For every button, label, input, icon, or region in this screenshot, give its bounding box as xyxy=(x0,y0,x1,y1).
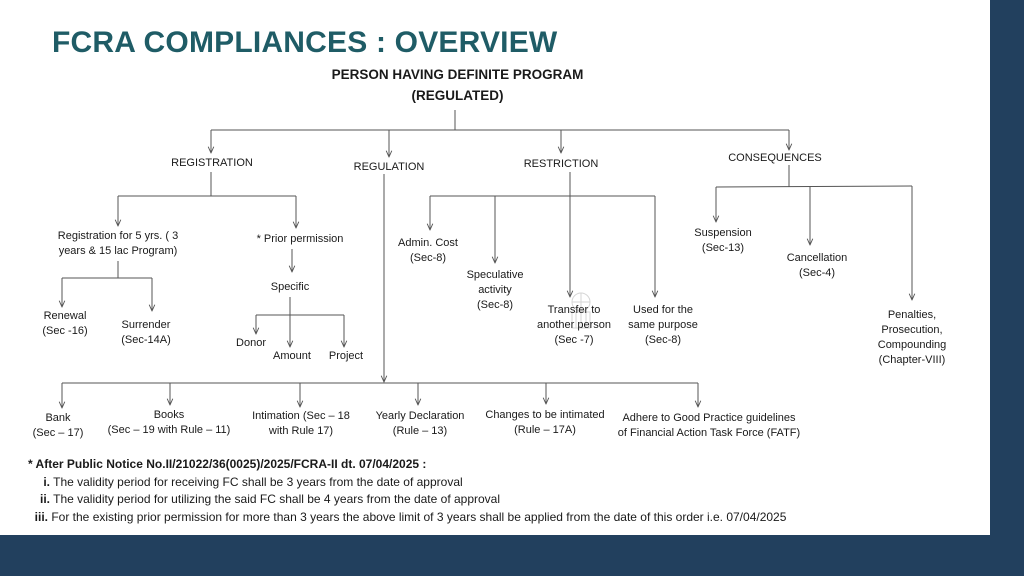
root-line-1: PERSON HAVING DEFINITE PROGRAM xyxy=(331,67,584,82)
registration-five-years: Registration for 5 yrs. ( 3 years & 15 l… xyxy=(57,230,179,257)
footnote-heading: * After Public Notice No.II/21022/36(002… xyxy=(28,457,427,471)
books-node: Books (Sec – 19 with Rule – 11) xyxy=(107,409,231,436)
transfer-node: Transfer to another person (Sec -7) xyxy=(537,304,611,346)
root-line-2: (REGULATED) xyxy=(411,88,504,103)
speculative-activity-node: Speculative activity (Sec-8) xyxy=(466,269,524,311)
cancellation-node: Cancellation (Sec-4) xyxy=(786,252,848,279)
bank-node: Bank (Sec – 17) xyxy=(32,412,84,439)
footnote-item: iii. For the existing prior permission f… xyxy=(34,509,787,524)
same-purpose-node: Used for the same purpose (Sec-8) xyxy=(628,304,698,346)
footnote-item: i. The validity period for receiving FC … xyxy=(43,474,463,489)
bottom-accent-bar xyxy=(0,535,1024,576)
suspension-node: Suspension (Sec-13) xyxy=(694,227,752,254)
renewal-node: Renewal (Sec -16) xyxy=(42,310,88,337)
surrender-node: Surrender (Sec-14A) xyxy=(121,319,171,346)
footnotes: * After Public Notice No.II/21022/36(002… xyxy=(26,456,786,526)
category-restriction: RESTRICTION xyxy=(523,158,599,170)
page-title: FCRA COMPLIANCES : OVERVIEW xyxy=(52,26,558,59)
penalties-node: Penalties, Prosecution, Compounding (Cha… xyxy=(877,309,947,366)
fatf-guidelines-node: Adhere to Good Practice guidelines of Fi… xyxy=(617,412,801,439)
yearly-declaration-node: Yearly Declaration (Rule – 13) xyxy=(375,410,465,437)
prior-permission: * Prior permission xyxy=(256,233,344,245)
emblem-watermark-icon xyxy=(571,292,591,329)
changes-intimated-node: Changes to be intimated (Rule – 17A) xyxy=(485,409,605,436)
project-node: Project xyxy=(328,350,364,362)
root-node: PERSON HAVING DEFINITE PROGRAM (REGULATE… xyxy=(300,64,615,106)
amount-node: Amount xyxy=(273,350,311,362)
category-consequences: CONSEQUENCES xyxy=(728,152,822,164)
admin-cost-node: Admin. Cost (Sec-8) xyxy=(398,237,458,264)
category-registration: REGISTRATION xyxy=(171,157,253,169)
footnote-item: ii. The validity period for utilizing th… xyxy=(39,492,501,506)
intimation-node: Intimation (Sec – 18 with Rule 17) xyxy=(252,410,350,437)
donor-node: Donor xyxy=(236,337,266,349)
specific-permission: Specific xyxy=(270,281,310,293)
right-accent-bar xyxy=(990,0,1024,576)
flowchart-connectors xyxy=(0,110,990,535)
category-regulation: REGULATION xyxy=(353,161,425,173)
